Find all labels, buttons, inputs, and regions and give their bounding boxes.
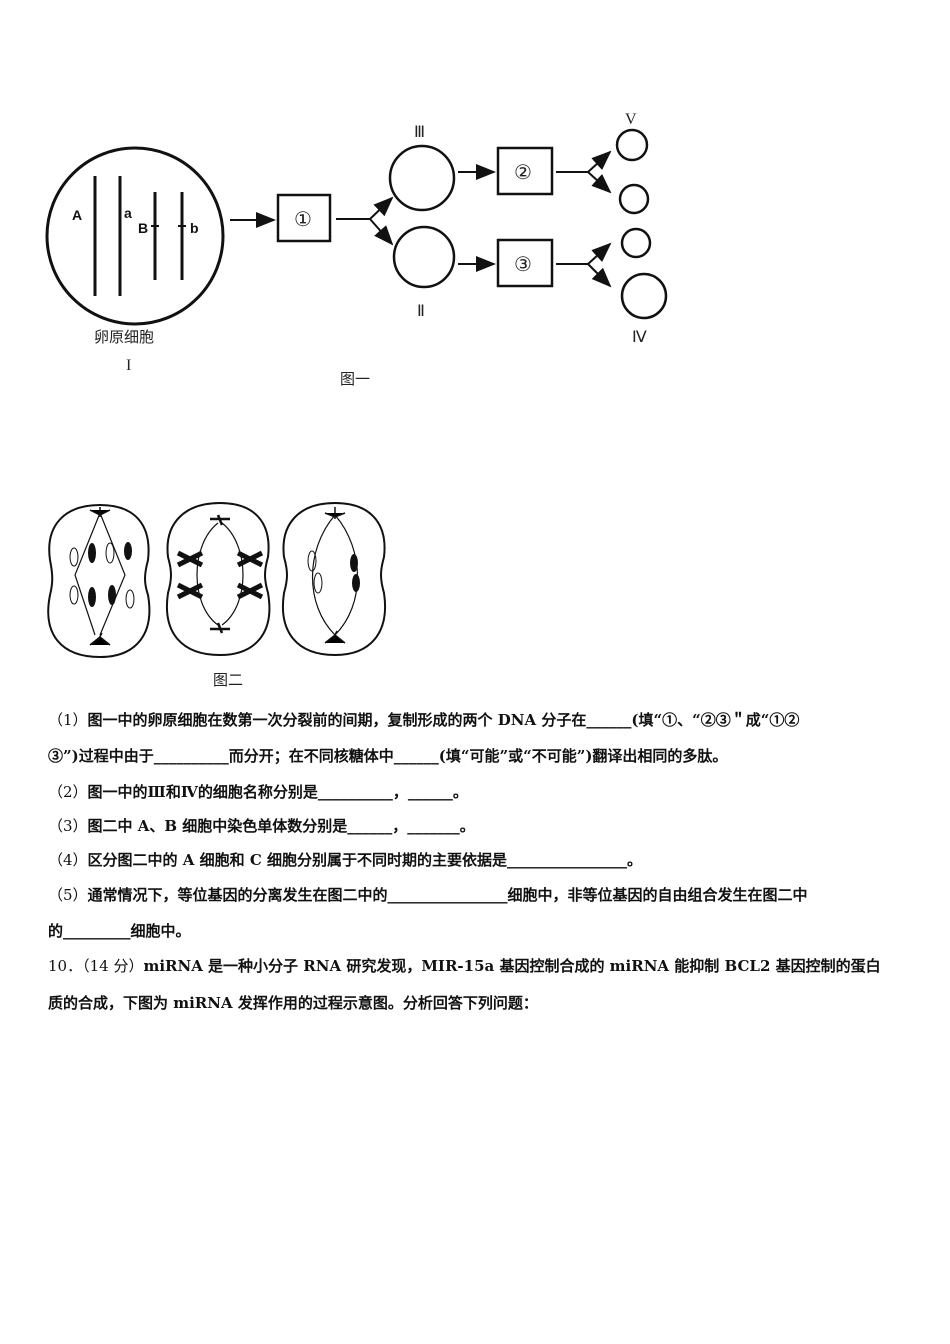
oogonium-cell [45,146,225,326]
gene-B: B [138,220,148,236]
cell-III [388,144,456,212]
question-1-line-2: ③”)过程中由于__________而分开；在不同核糖体中______(填“可能… [48,745,727,766]
question-5-line-1: （5）通常情况下，等位基因的分离发生在图二中的________________细… [48,884,808,905]
question-2: （2）图一中的Ⅲ和Ⅳ的细胞名称分别是__________，______。 [48,781,468,802]
cell-V [615,128,649,162]
cell-B [166,501,271,657]
question-3: （3）图二中 A、B 细胞中染色单体数分别是______，_______。 [48,815,475,836]
question-text: 图一中的卵原细胞在数第一次分裂前的间期，复制形成的两个 DNA 分子在_____… [87,711,800,729]
question-number: （2） [48,783,88,801]
question-text: miRNA 是一种小分子 RNA 研究发现，MIR-15a 基因控制合成的 mi… [143,957,881,975]
oogonium-label: 卵原细胞 [94,328,154,346]
cell-A [47,503,151,659]
question-text: 图二中 A、B 细胞中染色单体数分别是______，_______。 [87,817,475,835]
cell-II [392,225,456,289]
question-4: （4）区分图二中的 A 细胞和 C 细胞分别属于不同时期的主要依据是______… [48,849,642,870]
question-number: 10．（14 分） [48,957,144,975]
process-box-2 [496,146,554,196]
process-label-3: ③ [514,252,532,276]
question-10-line-1: 10．（14 分）miRNA 是一种小分子 RNA 研究发现，MIR-15a 基… [48,955,881,976]
polar-body-1 [618,183,650,215]
question-10-line-2: 质的合成，下图为 miRNA 发挥作用的过程示意图。分析回答下列问题： [48,992,538,1013]
polar-body-2 [620,227,652,259]
stage-IV-label: Ⅳ [632,329,647,346]
cell-IV [620,272,668,320]
cell-C [282,501,386,657]
figure-1-caption: 图一 [340,370,370,388]
figure-1: A a B b 卵原细胞 I ① Ⅲ Ⅱ ② ③ V Ⅳ 图一 [45,111,668,388]
question-text: 图一中的Ⅲ和Ⅳ的细胞名称分别是__________，______。 [87,783,468,801]
question-number: （4） [48,851,88,869]
process-box-3 [496,238,554,288]
process-label-2: ② [514,160,532,184]
gene-b: b [190,220,199,236]
stage-I-label: I [126,357,131,374]
question-text: 区分图二中的 A 细胞和 C 细胞分别属于不同时期的主要依据是_________… [87,851,643,869]
question-text: 通常情况下，等位基因的分离发生在图二中的________________细胞中，… [87,886,808,904]
question-1-line-1: （1）图一中的卵原细胞在数第一次分裂前的间期，复制形成的两个 DNA 分子在__… [48,709,799,730]
question-number: （3） [48,817,88,835]
question-number: （5） [48,886,88,904]
figure-2: 图二 [47,501,386,689]
question-number: （1） [48,711,88,729]
stage-V-label: V [625,111,637,128]
process-box-1 [276,193,332,243]
question-5-line-2: 的_________细胞中。 [48,920,191,941]
question-text: 的_________细胞中。 [48,922,191,940]
gene-a: a [124,205,132,221]
question-text: ③”)过程中由于__________而分开；在不同核糖体中______(填“可能… [48,747,728,765]
process-label-1: ① [294,207,312,231]
figure-2-caption: 图二 [213,671,243,689]
stage-II-label: Ⅱ [417,303,425,320]
question-text: 质的合成，下图为 miRNA 发挥作用的过程示意图。分析回答下列问题： [48,994,538,1012]
gene-A: A [72,207,82,223]
stage-III-label: Ⅲ [414,124,425,141]
